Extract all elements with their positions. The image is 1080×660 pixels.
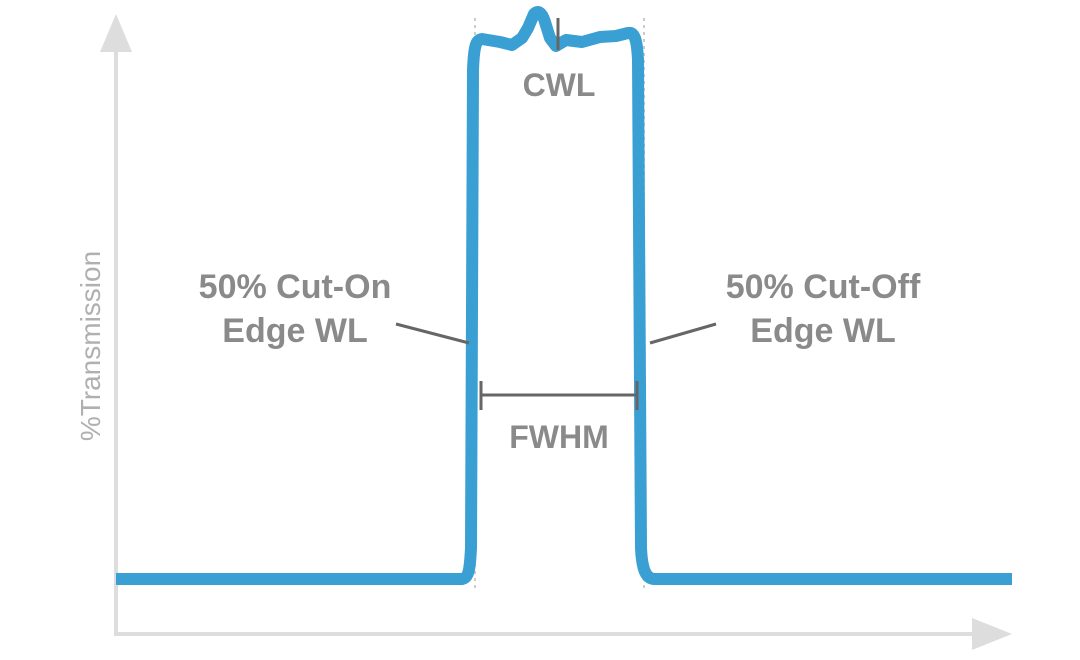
cut-off-label-line2: Edge WL	[750, 312, 895, 350]
transmission-curve	[116, 6, 1012, 585]
axes	[100, 14, 1012, 650]
cut-on-label-line1: 50% Cut-On	[199, 268, 392, 306]
cut-on-label-line2: Edge WL	[222, 312, 367, 350]
edge-guides	[474, 18, 645, 588]
x-axis-arrow	[972, 618, 1012, 650]
y-axis-arrow	[100, 14, 132, 52]
fwhm-label: FWHM	[509, 419, 609, 455]
cut-off-pointer-line	[649, 322, 717, 345]
cut-on-pointer-line	[395, 322, 470, 345]
y-axis-title: %Transmission	[75, 251, 106, 441]
fwhm-bracket	[479, 381, 639, 410]
cwl-label: CWL	[523, 67, 596, 103]
cut-off-label-line1: 50% Cut-Off	[726, 268, 921, 306]
